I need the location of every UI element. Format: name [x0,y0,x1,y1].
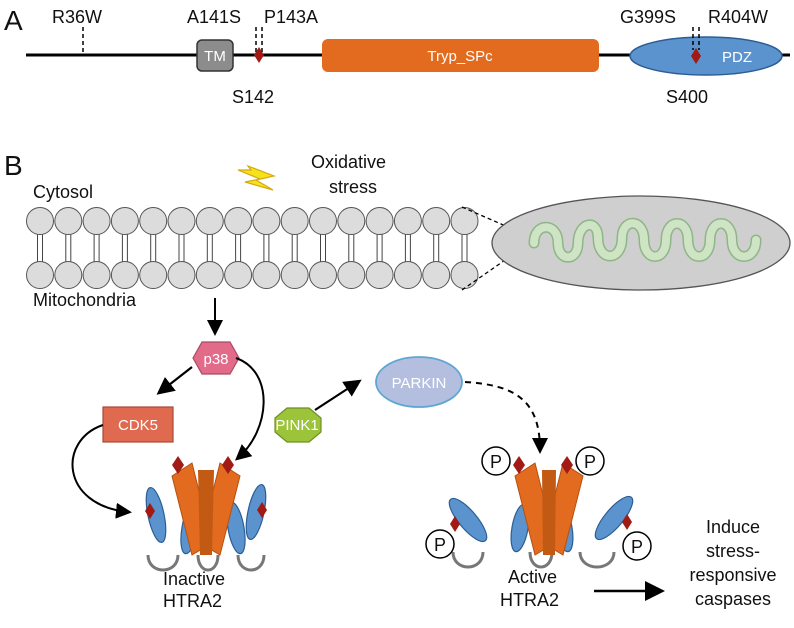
lipid-head [422,261,451,289]
lipid-head [82,207,111,235]
r404w-label: R404W [708,7,768,27]
lipid-head [393,261,422,289]
active-line2: HTRA2 [500,590,559,610]
lipid-head [224,261,253,289]
svg-text:P: P [490,452,502,472]
arrow-p38-to-cdk5 [156,366,193,395]
lipid-head [195,261,224,289]
panel-a-label: A [4,5,23,36]
a141s-label: A141S [187,7,241,27]
outcome-line2: stress- [706,541,760,561]
outcome-line1: Induce [706,517,760,537]
lipid-head [280,261,309,289]
phospho-mark-bottom-right: P [622,531,652,561]
arrow-p38-to-htra2 [234,357,265,461]
tryp-spc-label: Tryp_SPc [427,48,493,65]
outcome-line3: responsive [689,565,776,585]
lipid-head [167,261,196,289]
lipid-head [82,261,111,289]
lipid-head [224,207,253,235]
tm-label: TM [204,48,226,65]
cristae [530,219,760,262]
s142-site [254,47,264,63]
lipid-head [54,207,83,235]
cdk5-label: CDK5 [118,417,158,434]
inactive-line2: HTRA2 [163,591,222,611]
lipid-head [110,207,139,235]
zoom-line-bottom [461,257,509,291]
lipid-head [26,207,54,235]
active-htra2 [448,456,634,569]
lipid-head [450,207,479,235]
s400-site [691,48,701,64]
tm-domain [196,39,234,72]
lipid-head [195,207,224,235]
lipid-head [280,207,309,235]
cdk5-node [102,406,174,443]
lightning-icon [237,164,277,191]
pink1-label: PINK1 [275,417,318,434]
lipid-head [26,261,54,289]
phospho-mark-top-right: P [575,446,605,476]
lipid-head [309,207,337,235]
stress-line2: stress [329,177,377,197]
p38-node [192,341,240,375]
phospho-mark-bottom-left: P [425,529,455,559]
inactive-line1: Inactive [163,569,225,589]
s142-label: S142 [232,87,274,107]
lipid-head [365,261,394,289]
zoom-line-top [461,206,509,228]
g399s-label: G399S [620,7,676,27]
s400-label: S400 [666,87,708,107]
pdz-domain [629,36,783,76]
svg-text:P: P [434,535,446,555]
pdz-label: PDZ [722,49,752,66]
svg-text:P: P [584,452,596,472]
mitochondria-label: Mitochondria [33,290,137,310]
svg-text:P: P [631,537,643,557]
arrow-cdk5-to-htra2 [71,424,132,519]
pink1-node [274,407,322,443]
tryp-spc-domain [322,39,599,72]
lipid-head [337,207,366,235]
r36w-label: R36W [52,7,102,27]
p38-label: p38 [203,351,228,368]
lipid-head [252,261,281,289]
lipid-head [252,207,281,235]
p143a-label: P143A [264,7,318,27]
lipid-head [139,261,168,289]
lipid-head [309,261,337,289]
membrane-bilayer [26,207,479,289]
panel-b-label: B [4,150,23,181]
lipid-head [422,207,451,235]
phospho-mark-top-left: P [481,446,511,476]
stress-line1: Oxidative [311,152,386,172]
active-line1: Active [508,567,557,587]
arrow-pink1-to-parkin [314,379,362,411]
inactive-htra2 [145,456,267,572]
lipid-head [167,207,196,235]
parkin-label: PARKIN [392,375,447,392]
cytosol-label: Cytosol [33,182,93,202]
lipid-head [365,207,394,235]
lipid-head [337,261,366,289]
lipid-head [393,207,422,235]
lipid-head [139,207,168,235]
lipid-head [110,261,139,289]
parkin-node [375,356,463,408]
outcome-line4: caspases [695,589,771,609]
lipid-head [54,261,83,289]
lipid-head [450,261,479,289]
arrow-parkin-to-active-htra2 [464,381,548,454]
